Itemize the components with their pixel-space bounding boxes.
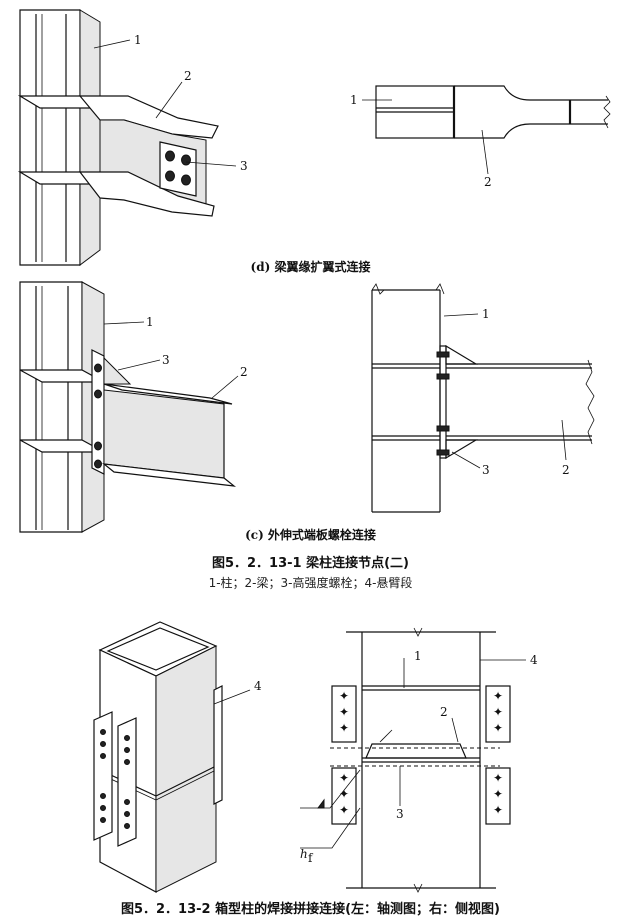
bolt-group-box-side: ✦ ✦ ✦ ✦ ✦ ✦ ✦ ✦ ✦ ✦ ✦ ✦ [339, 689, 503, 817]
caption-sub-c: (c) 外伸式端板螺栓连接 [245, 528, 376, 542]
weld-symbol-subscript: f [308, 851, 314, 865]
label-box-side-2: 2 [440, 705, 448, 719]
label-box-iso-4: 4 [254, 679, 262, 693]
label-c-side-3: 3 [482, 463, 490, 477]
svg-text:✦: ✦ [493, 771, 503, 785]
label-c-side-2: 2 [562, 463, 570, 477]
svg-text:✦: ✦ [493, 803, 503, 817]
svg-text:✦: ✦ [339, 803, 349, 817]
bolt-group-d [165, 150, 191, 186]
svg-text:✦: ✦ [339, 771, 349, 785]
label-c-iso-2: 2 [240, 365, 248, 379]
label-box-side-3: 3 [396, 807, 404, 821]
label-d-side-1: 1 [350, 93, 358, 107]
label-c-iso-1: 1 [146, 315, 154, 329]
svg-text:✦: ✦ [339, 689, 349, 703]
label-c-iso-3: 3 [162, 353, 170, 367]
svg-text:✦: ✦ [493, 689, 503, 703]
label-box-side-1: 1 [414, 649, 422, 663]
bolt-group-c [94, 363, 102, 469]
figure-1-legend: 1-柱；2-梁；3-高强度螺栓；4-悬臂段 [208, 576, 413, 590]
caption-sub-d: (d) 梁翼缘扩翼式连接 [250, 260, 371, 274]
svg-text:✦: ✦ [339, 787, 349, 801]
svg-text:✦: ✦ [493, 721, 503, 735]
bolt-group-c-side [436, 351, 450, 456]
svg-text:✦: ✦ [339, 705, 349, 719]
label-c-side-1: 1 [482, 307, 490, 321]
figure-2-title: 图5．2．13-2 箱型柱的焊接拼接连接(左：轴测图；右：侧视图) [120, 902, 501, 917]
label-d-iso-2: 2 [184, 69, 192, 83]
svg-text:✦: ✦ [493, 705, 503, 719]
weld-symbol-h: h [300, 847, 308, 861]
label-d-iso-3: 3 [240, 159, 248, 173]
label-box-side-4: 4 [530, 653, 538, 667]
label-d-side-2: 2 [484, 175, 492, 189]
label-d-iso-1: 1 [134, 33, 142, 47]
svg-text:✦: ✦ [493, 787, 503, 801]
figure-1-title: 图5．2．13-1 梁柱连接节点(二) [211, 556, 410, 571]
bolt-group-box-iso [100, 729, 130, 829]
svg-text:✦: ✦ [339, 721, 349, 735]
